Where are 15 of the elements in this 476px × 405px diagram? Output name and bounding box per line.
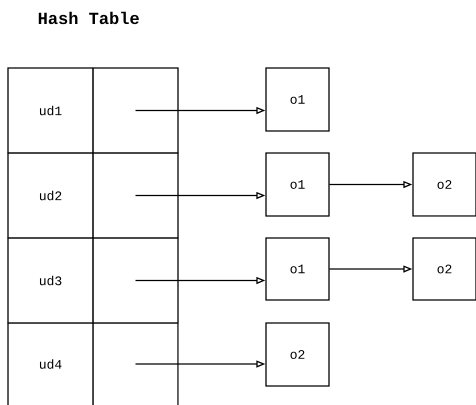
- table-cell: ud2: [7, 152, 94, 239]
- title: Hash Table: [38, 12, 139, 24]
- table-cell: ud4: [7, 322, 94, 405]
- table-cell: [92, 322, 179, 405]
- object-box: o1: [265, 237, 330, 301]
- table-cell: [92, 67, 179, 154]
- object-box: o2: [412, 237, 476, 301]
- object-box: o2: [265, 322, 330, 387]
- table-cell: ud3: [7, 237, 94, 324]
- object-box: o1: [265, 152, 330, 217]
- table-cell: [92, 152, 179, 239]
- object-box: o1: [265, 67, 330, 132]
- object-box: o2: [412, 152, 476, 217]
- table-cell: [92, 237, 179, 324]
- table-cell: ud1: [7, 67, 94, 154]
